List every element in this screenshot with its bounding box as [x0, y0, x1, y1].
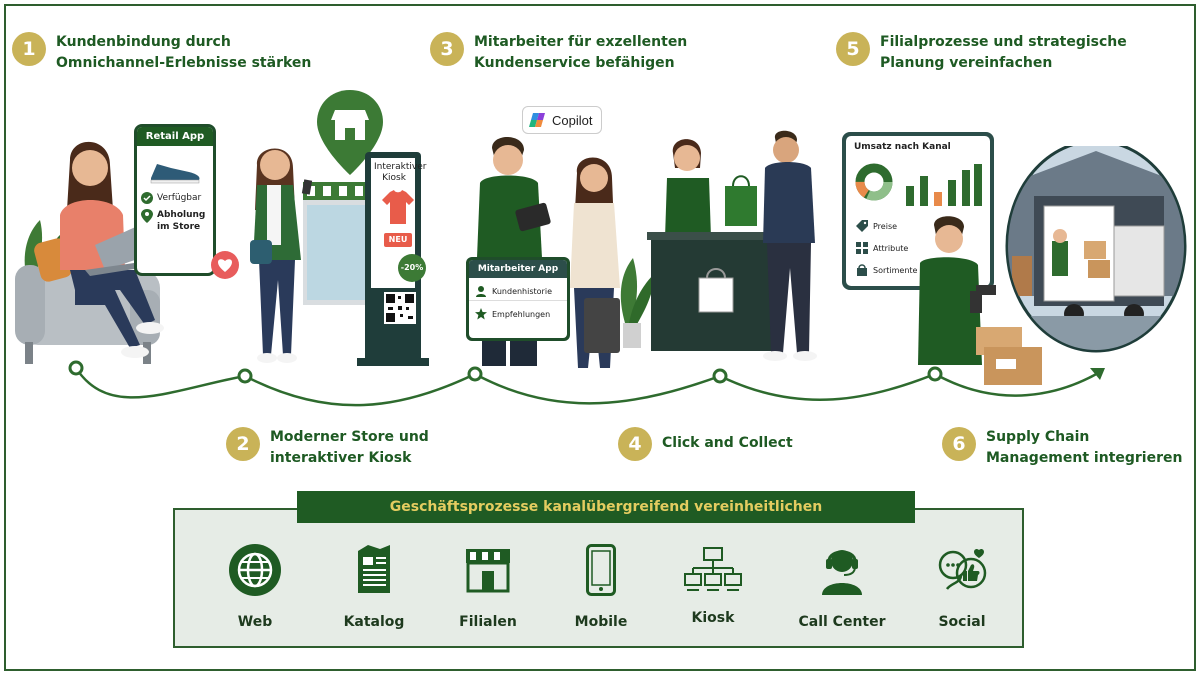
kiosk-discount-badge: -20% — [398, 254, 426, 282]
scene-warehouse-truck — [1005, 146, 1187, 353]
kiosk-new-badge: NEU — [384, 233, 412, 247]
globe-icon — [229, 544, 281, 596]
headset-agent-icon — [822, 550, 862, 595]
flow-node-3 — [467, 366, 483, 382]
scene-online-shopper — [15, 141, 164, 364]
step-5-line2: Planung vereinfachen — [880, 55, 1053, 71]
channel-mobile: Mobile — [541, 540, 661, 630]
dashboard-attributes: Attribute — [873, 243, 909, 253]
price-tag-icon — [856, 220, 868, 232]
star-icon — [475, 308, 487, 320]
dashboard-title: Umsatz nach Kanal — [854, 142, 951, 152]
dashboard-prices: Preise — [873, 221, 898, 231]
flow-node-5 — [927, 366, 943, 382]
step-6-badge: 6 — [942, 427, 976, 461]
retail-app-available: Verfügbar — [157, 193, 202, 203]
step-1-badge: 1 — [12, 32, 46, 66]
check-icon — [141, 192, 153, 204]
social-thumbs-up-icon — [938, 548, 987, 590]
catalog-icon — [358, 545, 390, 593]
flow-node-4 — [712, 368, 728, 384]
retail-app-card: Retail App Verfügbar Abholung im Store — [134, 124, 216, 276]
step-3-badge: 3 — [430, 32, 464, 66]
step-5-line1: Filialprozesse und strategische — [880, 34, 1127, 50]
shop-bag-icon — [857, 264, 867, 276]
staff-app-recommendations: Empfehlungen — [492, 309, 551, 319]
retail-app-pickup-2: im Store — [157, 222, 201, 232]
staff-app-card: Mitarbeiter App Kundenhistorie Empfehlun… — [466, 257, 570, 341]
step-2-line2: interaktiver Kiosk — [270, 450, 412, 466]
channel-social-label: Social — [938, 614, 986, 630]
channel-kiosk-label: Kiosk — [691, 610, 735, 626]
staff-app-history: Kundenhistorie — [492, 286, 552, 296]
step-4: 4 Click and Collect — [618, 427, 793, 461]
channels-panel-title: Geschäftsprozesse kanalübergreifend vere… — [297, 491, 915, 523]
channel-mobile-label: Mobile — [574, 614, 628, 630]
channel-stores: Filialen — [428, 540, 548, 630]
step-4-line1: Click and Collect — [662, 435, 793, 451]
kiosk-title: Interaktiver Kiosk — [374, 162, 427, 184]
donut-chart-icon — [855, 163, 893, 201]
diagram-frame — [4, 4, 1196, 671]
user-icon — [476, 286, 486, 297]
step-3-line1: Mitarbeiter für exzellenten — [474, 34, 688, 50]
step-5-badge: 5 — [836, 32, 870, 66]
step-3-line2: Kundenservice befähigen — [474, 55, 675, 71]
dashboard-assortments: Sortimente — [873, 265, 918, 275]
channel-call-center-label: Call Center — [798, 614, 886, 630]
scene-store-kiosk — [250, 90, 429, 366]
sneaker-icon — [150, 164, 200, 184]
channel-web: Web — [195, 540, 315, 630]
step-2-badge: 2 — [226, 427, 260, 461]
kiosk-title-2: Kiosk — [382, 173, 406, 183]
bar-chart-icon — [906, 164, 982, 206]
flow-node-1 — [68, 360, 84, 376]
retail-app-title: Retail App — [137, 127, 213, 146]
step-6-line1: Supply Chain — [986, 429, 1090, 445]
step-1-line1: Kundenbindung durch — [56, 34, 231, 50]
channel-catalog-label: Katalog — [343, 614, 405, 630]
channel-call-center: Call Center — [782, 540, 902, 630]
qr-code-icon — [384, 292, 416, 324]
shirt-icon — [382, 190, 414, 224]
step-6-line2: Management integrieren — [986, 450, 1183, 466]
storefront-icon — [466, 549, 510, 593]
flow-node-2 — [237, 368, 253, 384]
heart-icon — [211, 251, 239, 279]
channel-social: Social — [902, 540, 1022, 630]
step-2: 2 Moderner Store und interaktiver Kiosk — [226, 427, 429, 469]
copilot-icon — [529, 113, 545, 127]
copilot-badge: Copilot — [522, 106, 602, 134]
retail-app-pickup-1: Abholung — [157, 210, 206, 220]
channel-stores-label: Filialen — [459, 614, 517, 630]
staff-app-title: Mitarbeiter App — [469, 260, 567, 278]
copilot-label: Copilot — [552, 112, 593, 128]
grid-icon — [856, 242, 868, 254]
step-4-badge: 4 — [618, 427, 652, 461]
scene-staff-scanning — [918, 216, 1042, 385]
step-1-line2: Omnichannel-Erlebnisse stärken — [56, 55, 312, 71]
mobile-phone-icon — [586, 544, 616, 596]
kiosk-title-1: Interaktiver — [374, 162, 427, 172]
location-pin-icon — [141, 209, 153, 223]
channel-kiosk: Kiosk — [653, 540, 773, 626]
channel-web-label: Web — [237, 614, 273, 630]
kiosk-network-icon — [684, 547, 742, 591]
scene-click-collect — [620, 130, 817, 361]
channel-catalog: Katalog — [314, 540, 434, 630]
step-2-line1: Moderner Store und — [270, 429, 429, 445]
